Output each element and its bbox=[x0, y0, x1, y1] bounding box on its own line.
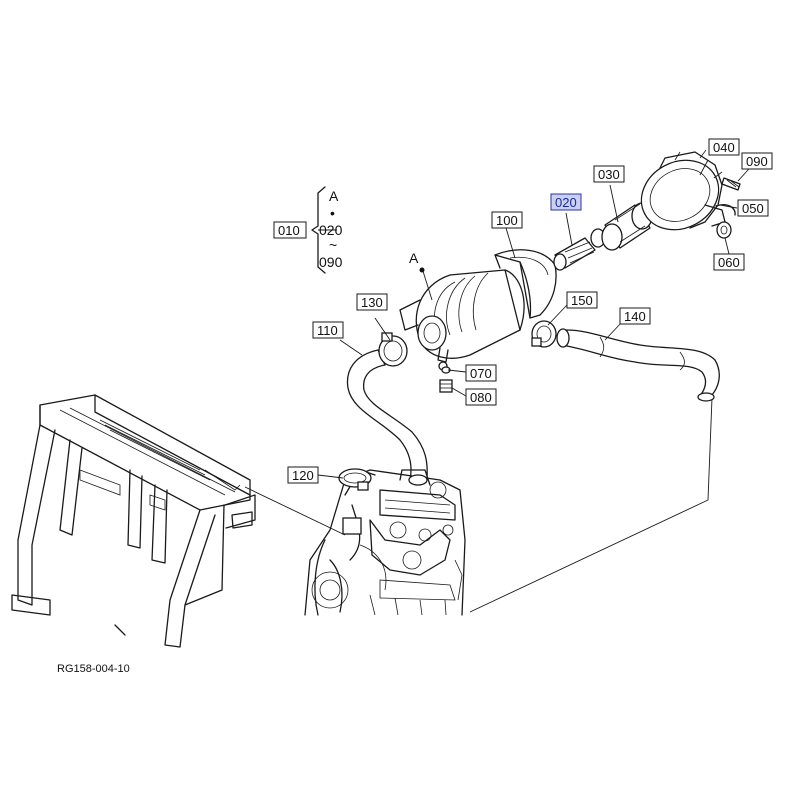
svg-text:120: 120 bbox=[292, 468, 314, 483]
svg-text:030: 030 bbox=[598, 167, 620, 182]
range-group-dot: • bbox=[330, 205, 335, 221]
part-label-040[interactable]: 040 bbox=[708, 138, 740, 156]
air-cleaner-body bbox=[399, 269, 525, 371]
svg-text:100: 100 bbox=[496, 213, 518, 228]
cover-100 bbox=[494, 249, 557, 319]
reference-marker: A bbox=[409, 250, 419, 266]
drain-070-080 bbox=[439, 366, 453, 393]
hose-140 bbox=[556, 328, 720, 402]
range-group: A • 020 ~ 090 bbox=[311, 186, 343, 274]
svg-text:110: 110 bbox=[317, 323, 338, 338]
range-group-from: 020 bbox=[319, 222, 343, 238]
part-label-030[interactable]: 030 bbox=[593, 165, 625, 183]
reference-marker-dot bbox=[419, 267, 425, 273]
part-label-130[interactable]: 130 bbox=[356, 293, 388, 311]
part-label-060[interactable]: 060 bbox=[713, 253, 745, 271]
part-label-100[interactable]: 100 bbox=[491, 211, 523, 229]
range-group-to: 090 bbox=[319, 254, 343, 270]
svg-text:130: 130 bbox=[361, 295, 383, 310]
drawing-code: RG158-004-10 bbox=[57, 663, 130, 675]
clamp-130 bbox=[378, 332, 408, 367]
element-020 bbox=[553, 228, 606, 271]
frame-chassis bbox=[11, 394, 256, 648]
svg-text:090: 090 bbox=[746, 154, 768, 169]
clamp-150 bbox=[531, 320, 557, 348]
part-label-090[interactable]: 090 bbox=[741, 152, 773, 170]
part-label-020[interactable]: 020 bbox=[550, 193, 582, 211]
svg-text:080: 080 bbox=[470, 390, 492, 405]
svg-text:060: 060 bbox=[718, 255, 740, 270]
svg-text:140: 140 bbox=[624, 309, 646, 324]
part-label-140[interactable]: 140 bbox=[619, 307, 651, 325]
part-label-120[interactable]: 120 bbox=[287, 466, 319, 484]
part-label-010[interactable]: 010 bbox=[273, 221, 307, 239]
svg-text:040: 040 bbox=[713, 140, 735, 155]
part-label-150[interactable]: 150 bbox=[566, 291, 598, 309]
svg-text:150: 150 bbox=[571, 293, 593, 308]
svg-text:020: 020 bbox=[555, 195, 577, 210]
range-group-top: A bbox=[329, 188, 339, 204]
engine-assembly bbox=[304, 468, 466, 616]
hose-110 bbox=[346, 349, 428, 486]
part-label-070[interactable]: 070 bbox=[465, 364, 497, 382]
svg-text:010: 010 bbox=[278, 223, 300, 238]
part-label-080[interactable]: 080 bbox=[465, 388, 497, 406]
part-label-110[interactable]: 110 bbox=[312, 321, 344, 339]
leader-lines bbox=[317, 159, 758, 479]
housing-040 bbox=[640, 149, 726, 231]
svg-text:070: 070 bbox=[470, 366, 492, 381]
part-label-050[interactable]: 050 bbox=[737, 199, 769, 217]
range-group-tilde: ~ bbox=[329, 237, 337, 253]
svg-text:050: 050 bbox=[742, 201, 764, 216]
